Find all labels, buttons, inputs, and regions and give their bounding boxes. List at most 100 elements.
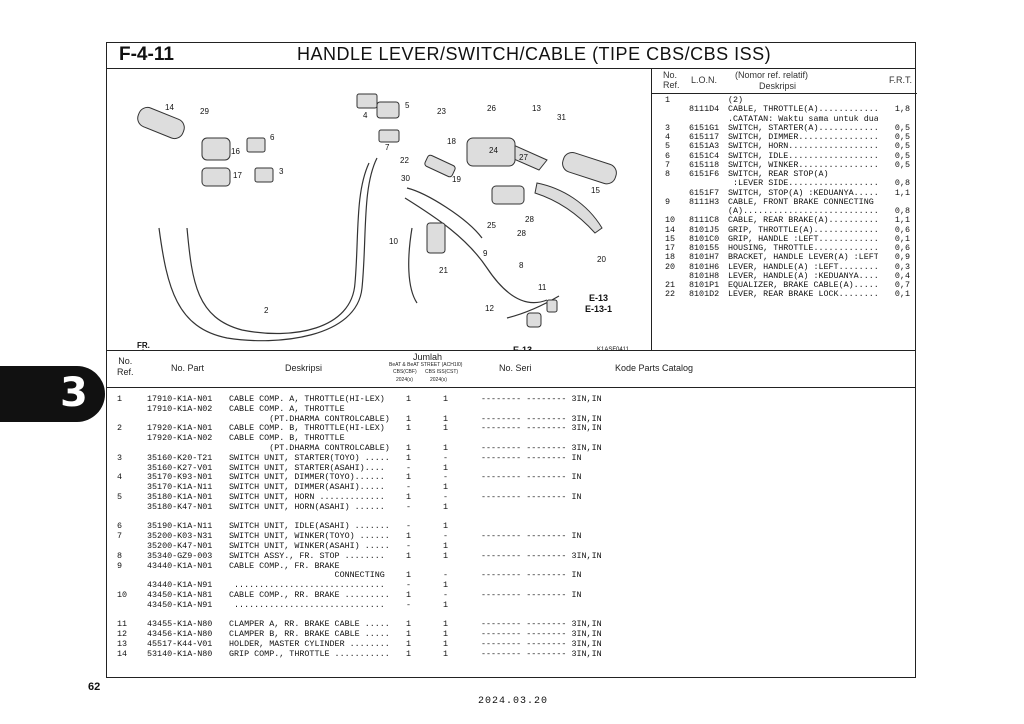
ref-row: :LEVER SIDE....................0,8 (651, 178, 917, 189)
ref-frt: 0,1 (894, 233, 910, 244)
ref-frt: 0,6 (894, 224, 910, 235)
row-ref-no: 1 (117, 394, 123, 404)
col-cbs: CBS(CBF) (393, 369, 417, 375)
ref-col-nomor: (Nomor ref. relatif) (735, 70, 809, 80)
brake-lever-right (534, 182, 603, 234)
ref-row: 1(2) (651, 95, 917, 105)
lever-22 (424, 154, 456, 178)
row-description: SWITCH UNIT, STARTER(TOYO) ..... (229, 452, 390, 463)
ref-no: 20 (665, 261, 676, 272)
ref-no: 21 (665, 280, 676, 290)
ref-lon: 8101C0 (689, 233, 720, 244)
col-part: No. Part (171, 363, 205, 373)
row-serial: -------- -------- 3IN,IN (481, 629, 602, 640)
parts-table-header: No. Ref. No. Part Deskripsi Jumlah BeAT … (107, 351, 915, 388)
svg-text:14: 14 (165, 103, 174, 112)
page-header: F-4-11 HANDLE LEVER/SWITCH/CABLE (TIPE C… (107, 43, 915, 69)
ref-no: 3 (665, 122, 671, 133)
svg-text:E-13: E-13 (513, 345, 532, 350)
col-jumlah: Jumlah (413, 352, 443, 362)
row-qty-cbs-iss: 1 (443, 648, 449, 659)
row-description: CABLE COMP. B, THROTTLE(HI-LEX) (229, 423, 385, 434)
row-qty-cbs: 1 (406, 442, 412, 453)
svg-text:13: 13 (532, 104, 541, 113)
ref-desc: SWITCH, WINKER.................. (728, 160, 878, 170)
row-description: SWITCH UNIT, DIMMER(ASAHI)..... (229, 482, 385, 493)
row-qty-cbs: - (406, 540, 412, 551)
svg-text:29: 29 (200, 107, 209, 116)
row-description: (PT.DHARMA CONTROLCABLE) (229, 442, 390, 453)
row-serial: -------- -------- IN (481, 452, 582, 463)
row-description: SWITCH ASSY., FR. STOP ........ (229, 550, 385, 561)
svg-text:22: 22 (400, 156, 409, 165)
ref-no: 4 (665, 132, 671, 142)
row-ref-no: 11 (117, 619, 128, 630)
row-description: CABLE COMP. A, THROTTLE (229, 403, 345, 414)
clamper-12 (526, 312, 542, 328)
row-serial: -------- -------- 3IN,IN (481, 413, 602, 424)
reference-table: No. Ref. L.O.N. (Nomor ref. relatif) Des… (651, 68, 917, 350)
svg-text:30: 30 (401, 174, 410, 183)
row-description: CLAMPER A, RR. BRAKE CABLE ..... (229, 619, 390, 630)
svg-text:6: 6 (270, 133, 275, 142)
row-ref-no: 7 (117, 531, 123, 542)
svg-text:20: 20 (597, 255, 606, 264)
row-description: CABLE COMP., RR. BRAKE ......... (229, 589, 390, 600)
switch-5 (376, 101, 400, 119)
row-serial: -------- -------- IN (481, 589, 582, 600)
row-part-number: 35160-K27-V01 (147, 462, 213, 473)
row-part-number: 43450-K1A-N81 (147, 589, 213, 600)
row-description: GRIP COMP., THROTTLE ........... (229, 648, 390, 659)
row-description: SWITCH UNIT, DIMMER(TOYO)...... (229, 472, 385, 483)
ref-frt: 1,8 (894, 104, 910, 115)
svg-text:26: 26 (487, 104, 496, 113)
ref-lon: 615117 (689, 132, 720, 142)
row-qty-cbs-iss: 1 (443, 619, 449, 630)
row-description: (PT.DHARMA CONTROLCABLE) (229, 413, 390, 424)
svg-text:3: 3 (279, 167, 284, 176)
row-description: SWITCH UNIT, HORN ............. (229, 491, 385, 502)
page-frame: F-4-11 HANDLE LEVER/SWITCH/CABLE (TIPE C… (106, 42, 917, 678)
ref-frt: 1,1 (894, 187, 910, 198)
ref-desc: (A)............................. (728, 207, 878, 216)
svg-text:12: 12 (485, 304, 494, 313)
switch-3 (254, 167, 274, 183)
ref-lon: 6151A3 (689, 141, 720, 152)
row-part-number: 43455-K1A-N80 (147, 619, 213, 630)
grip-left (562, 151, 617, 185)
svg-text:16: 16 (231, 147, 240, 156)
row-description: SWITCH UNIT, WINKER(ASAHI) ..... (229, 540, 390, 551)
ref-lon: 615118 (689, 159, 720, 170)
ref-desc: SWITCH, STARTER(A).............. (728, 123, 878, 133)
row-qty-cbs-iss: 1 (443, 462, 449, 473)
throttle-cable-b (186, 162, 370, 335)
ref-desc: :LEVER SIDE.................... (728, 179, 878, 189)
chapter-tab: 3 (0, 366, 105, 422)
ref-frt: 1,1 (894, 215, 910, 226)
row-serial: -------- -------- 3IN,IN (481, 619, 602, 630)
ref-lon: 8101H8 (689, 270, 720, 281)
ref-frt: 0,7 (894, 280, 910, 290)
row-qty-cbs-iss: 1 (443, 550, 449, 561)
reference-header: No. Ref. L.O.N. (Nomor ref. relatif) Des… (651, 68, 917, 94)
row-qty-cbs-iss: 1 (443, 521, 449, 532)
front-label: FR. (137, 341, 150, 350)
svg-text:28: 28 (525, 215, 534, 224)
ref-no: 5 (665, 141, 671, 152)
